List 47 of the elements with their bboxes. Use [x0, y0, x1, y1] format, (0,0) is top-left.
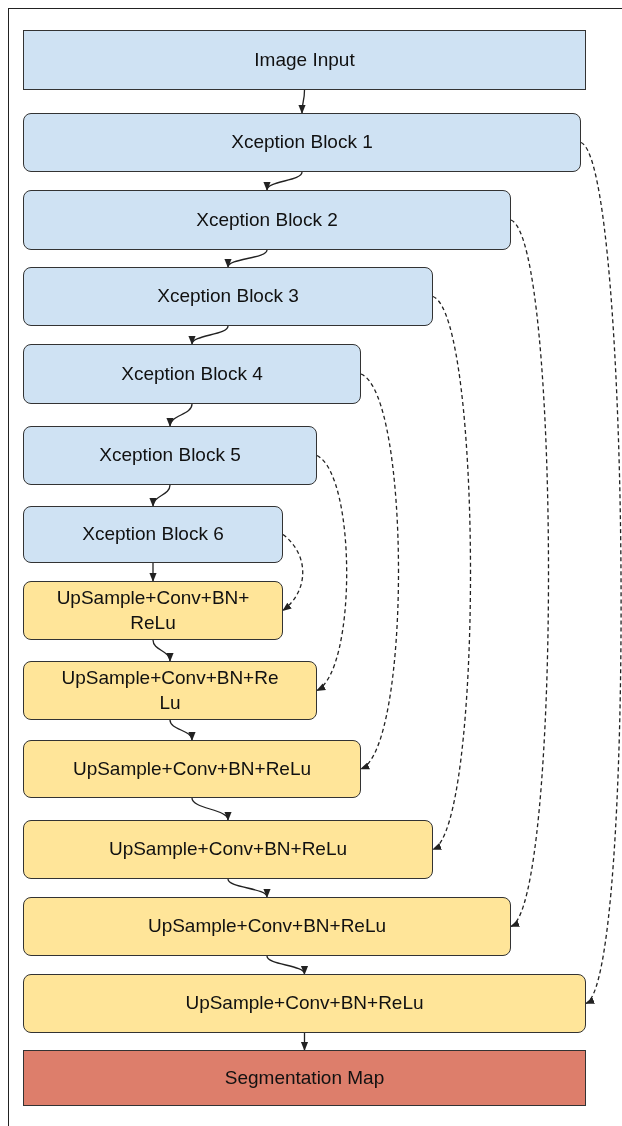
arrow — [150, 484, 171, 507]
arrow — [167, 403, 193, 427]
box-label: UpSample+Conv+BN+Re Lu — [60, 665, 280, 715]
encoder-block — [23, 426, 317, 485]
skip-connection-arrow — [510, 219, 550, 928]
arrow — [300, 1032, 309, 1051]
skip-connection-arrow — [580, 141, 622, 1005]
input-box — [23, 30, 586, 90]
box-label: Xception Block 3 — [157, 284, 299, 309]
box-label: Xception Block 6 — [82, 522, 224, 547]
skip-connection-arrow — [316, 454, 348, 692]
decoder-block — [23, 974, 586, 1033]
box-label: Segmentation Map — [224, 1065, 385, 1090]
skip-connection-arrow — [432, 295, 472, 851]
box-label: UpSample+Conv+BN+ ReLu — [55, 585, 251, 635]
output-box — [23, 1050, 586, 1106]
encoder-block — [23, 344, 361, 404]
arrow — [266, 955, 306, 975]
box-label: Xception Block 4 — [121, 361, 263, 386]
arrow — [191, 797, 230, 821]
arrow — [266, 171, 303, 191]
box-label: Xception Block 1 — [231, 130, 373, 155]
arrow — [227, 249, 268, 268]
arrow — [169, 719, 195, 741]
arrow — [191, 325, 229, 345]
arrow — [298, 89, 306, 114]
encoder-block — [23, 190, 511, 250]
decoder-block — [23, 820, 433, 879]
decoder-block — [23, 740, 361, 798]
encoder-block — [23, 267, 433, 326]
skip-connection-arrow — [360, 373, 400, 770]
decoder-block — [23, 581, 283, 640]
arrow — [152, 639, 173, 662]
encoder-block — [23, 506, 283, 563]
decoder-block — [23, 661, 317, 720]
decoder-block — [23, 897, 511, 956]
box-label: Image Input — [254, 47, 355, 72]
box-label: UpSample+Conv+BN+ReLu — [108, 837, 348, 862]
box-label: Xception Block 5 — [99, 443, 241, 468]
skip-connection-arrow — [282, 533, 304, 612]
box-label: Xception Block 2 — [196, 207, 338, 232]
encoder-block — [23, 113, 581, 172]
arrow — [227, 878, 268, 898]
box-label: UpSample+Conv+BN+ReLu — [72, 756, 312, 781]
box-label: UpSample+Conv+BN+ReLu — [147, 914, 387, 939]
box-label: UpSample+Conv+BN+ReLu — [185, 991, 424, 1016]
arrow — [149, 562, 157, 582]
